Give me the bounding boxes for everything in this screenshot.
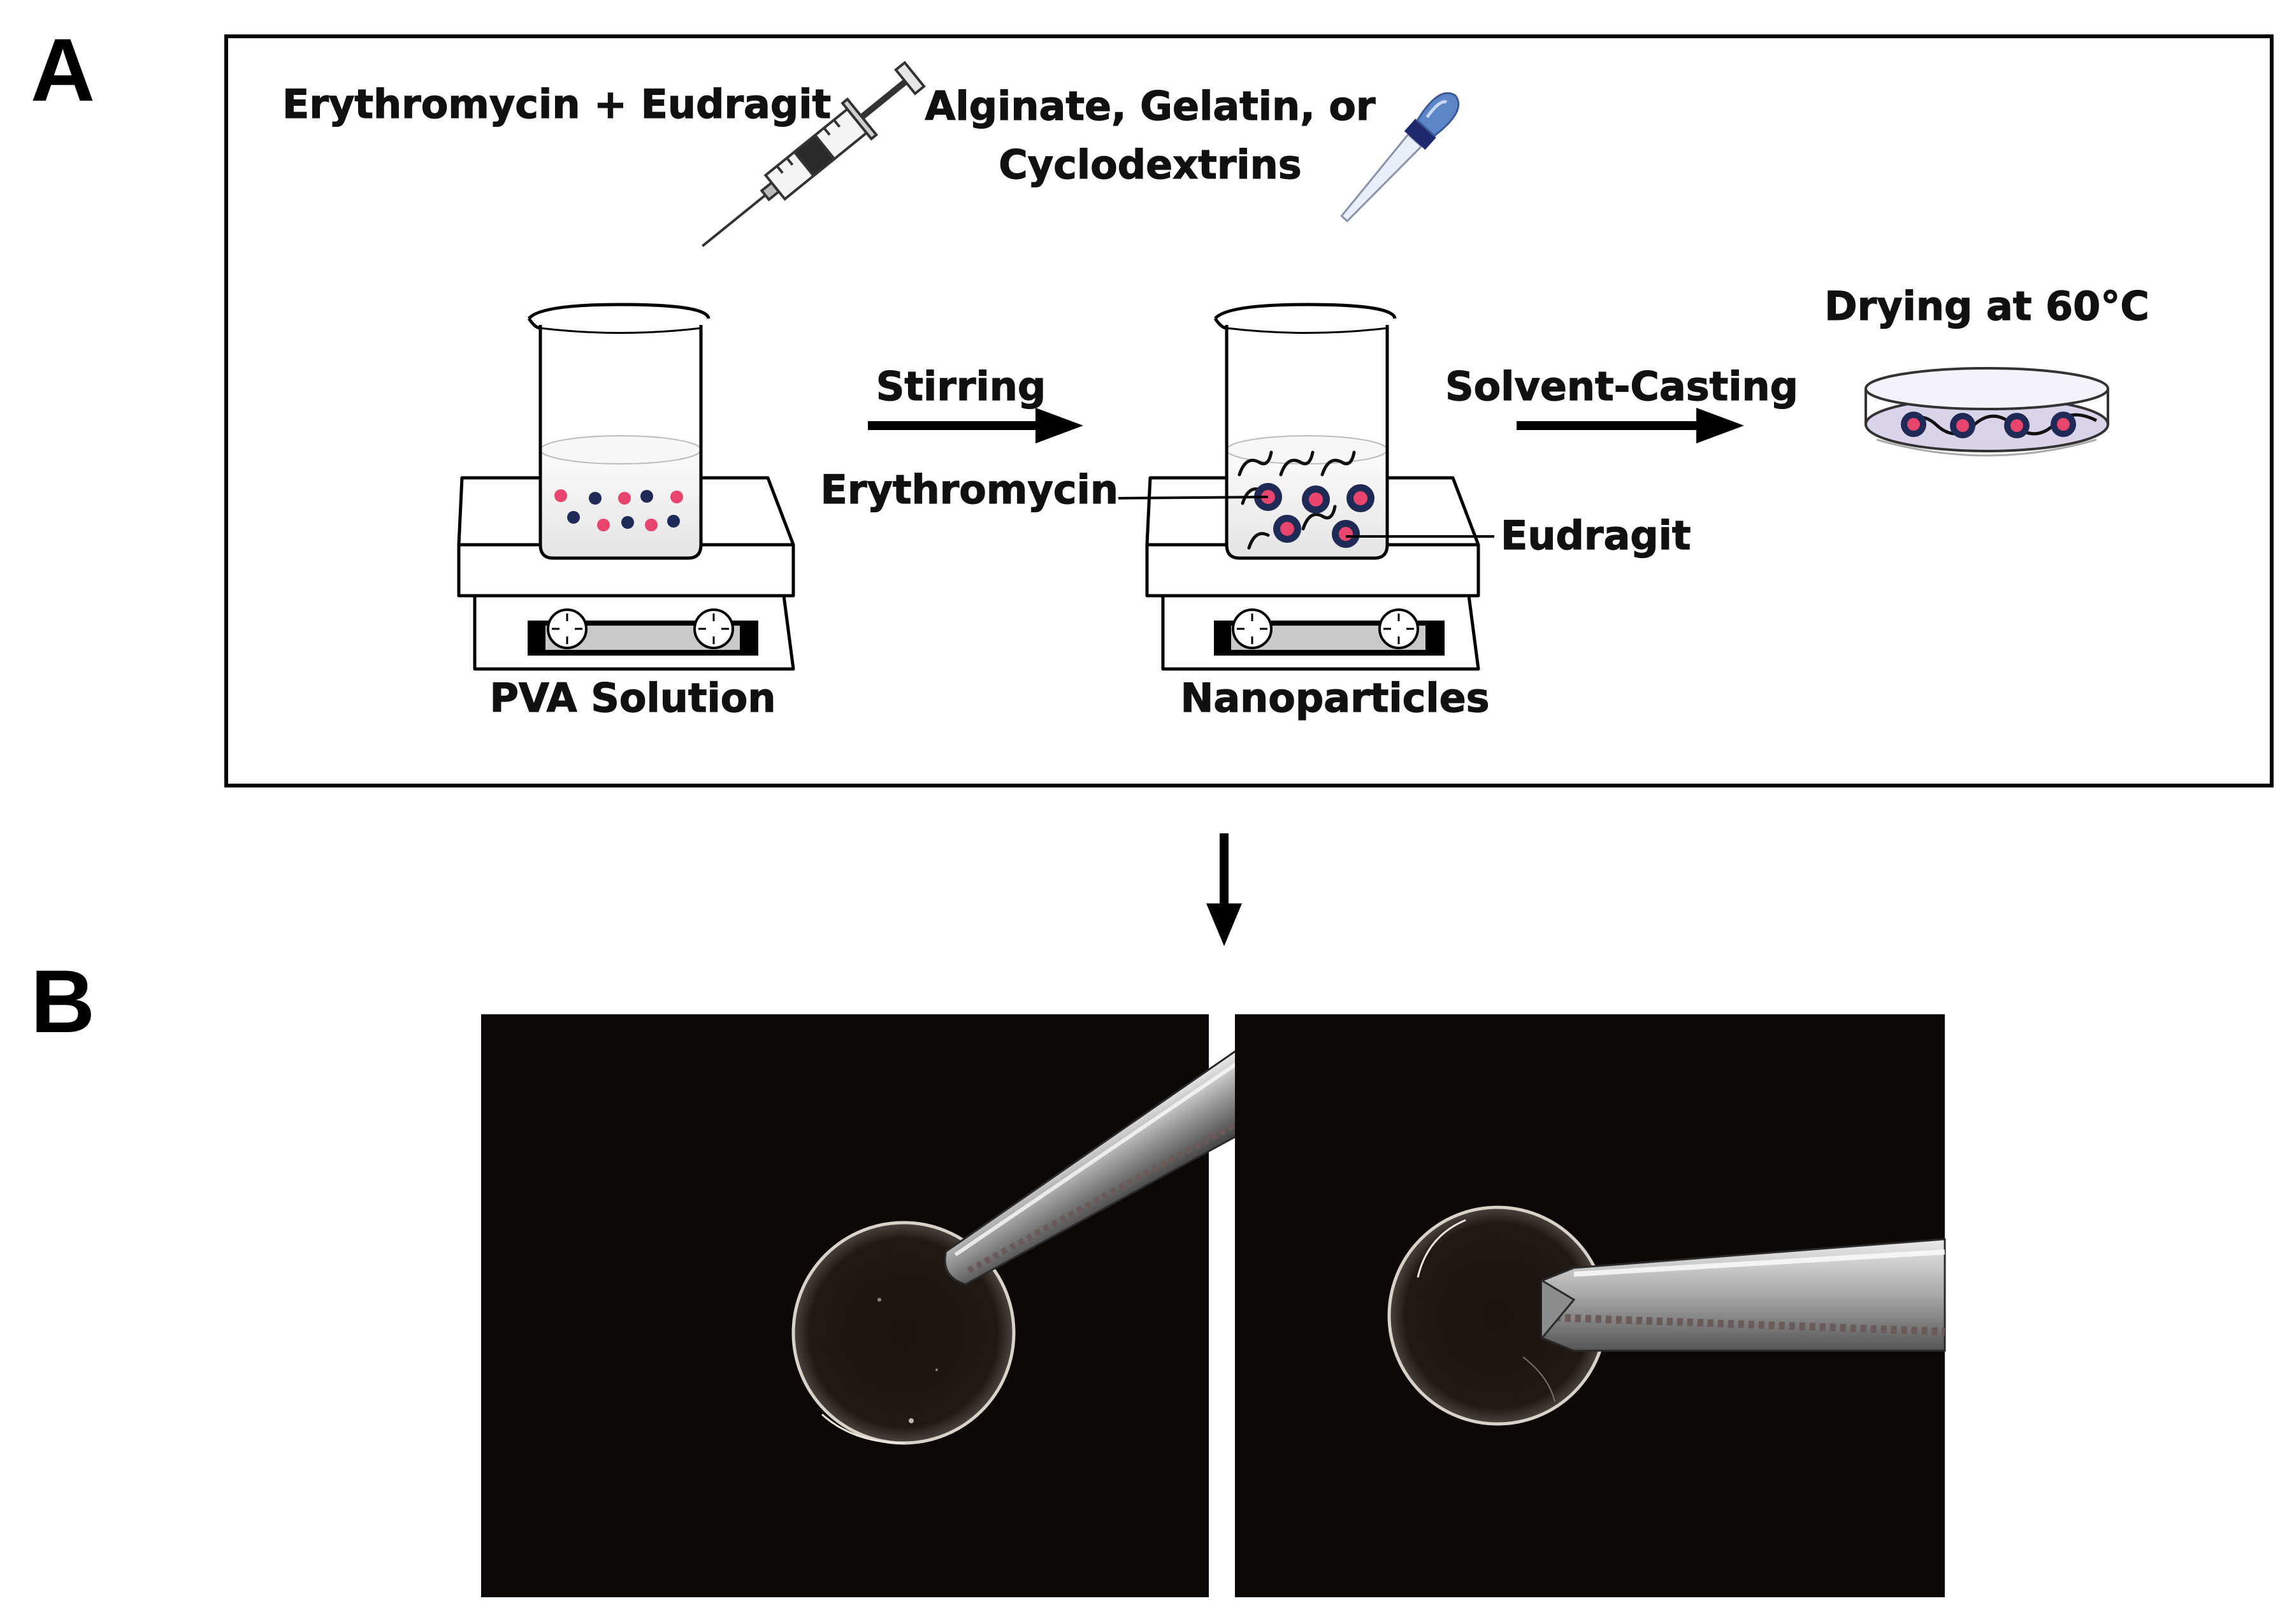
pva-solution-label: PVA Solution [489, 675, 775, 721]
panel-a-letter: A [31, 20, 95, 120]
photo-film-left [481, 1014, 1314, 1597]
syringe-icon [702, 61, 926, 247]
arrow-right-icon [1517, 408, 1744, 443]
syringe-label: Erythromycin + Eudragit [282, 81, 831, 127]
eudragit-callout-label: Eudragit [1501, 512, 1691, 559]
beaker-2 [1213, 303, 1397, 560]
knob-icon [1378, 608, 1419, 649]
knob-icon [693, 608, 734, 649]
drying-label: Drying at 60°C [1824, 283, 2149, 329]
dropper-icon [1340, 92, 1460, 223]
photo-film-right [1235, 1014, 1946, 1597]
petri-dish [1865, 367, 2109, 457]
particle-dots-1 [554, 489, 683, 531]
knob-icon [1232, 608, 1273, 649]
panel-b-letter: B [31, 951, 95, 1051]
erythromycin-callout-label: Erythromycin [821, 466, 1118, 513]
nanoparticles-label: Nanoparticles [1180, 675, 1489, 721]
dropper-label-line-2: Cyclodextrins [999, 141, 1301, 188]
callout-line-erythromycin [1118, 496, 1269, 499]
arrow-down-icon [1206, 833, 1242, 946]
step-stirring-label: Stirring [876, 363, 1046, 410]
arrow-right-icon [868, 408, 1083, 443]
knob-icon [547, 608, 588, 649]
nanoparticle-strands [1237, 450, 1356, 550]
step-solvent-casting-label: Solvent-Casting [1445, 363, 1798, 410]
panel-a-frame [224, 34, 2274, 787]
dropper-label-line-1: Alginate, Gelatin, or [925, 83, 1375, 129]
beaker-1 [527, 303, 711, 560]
